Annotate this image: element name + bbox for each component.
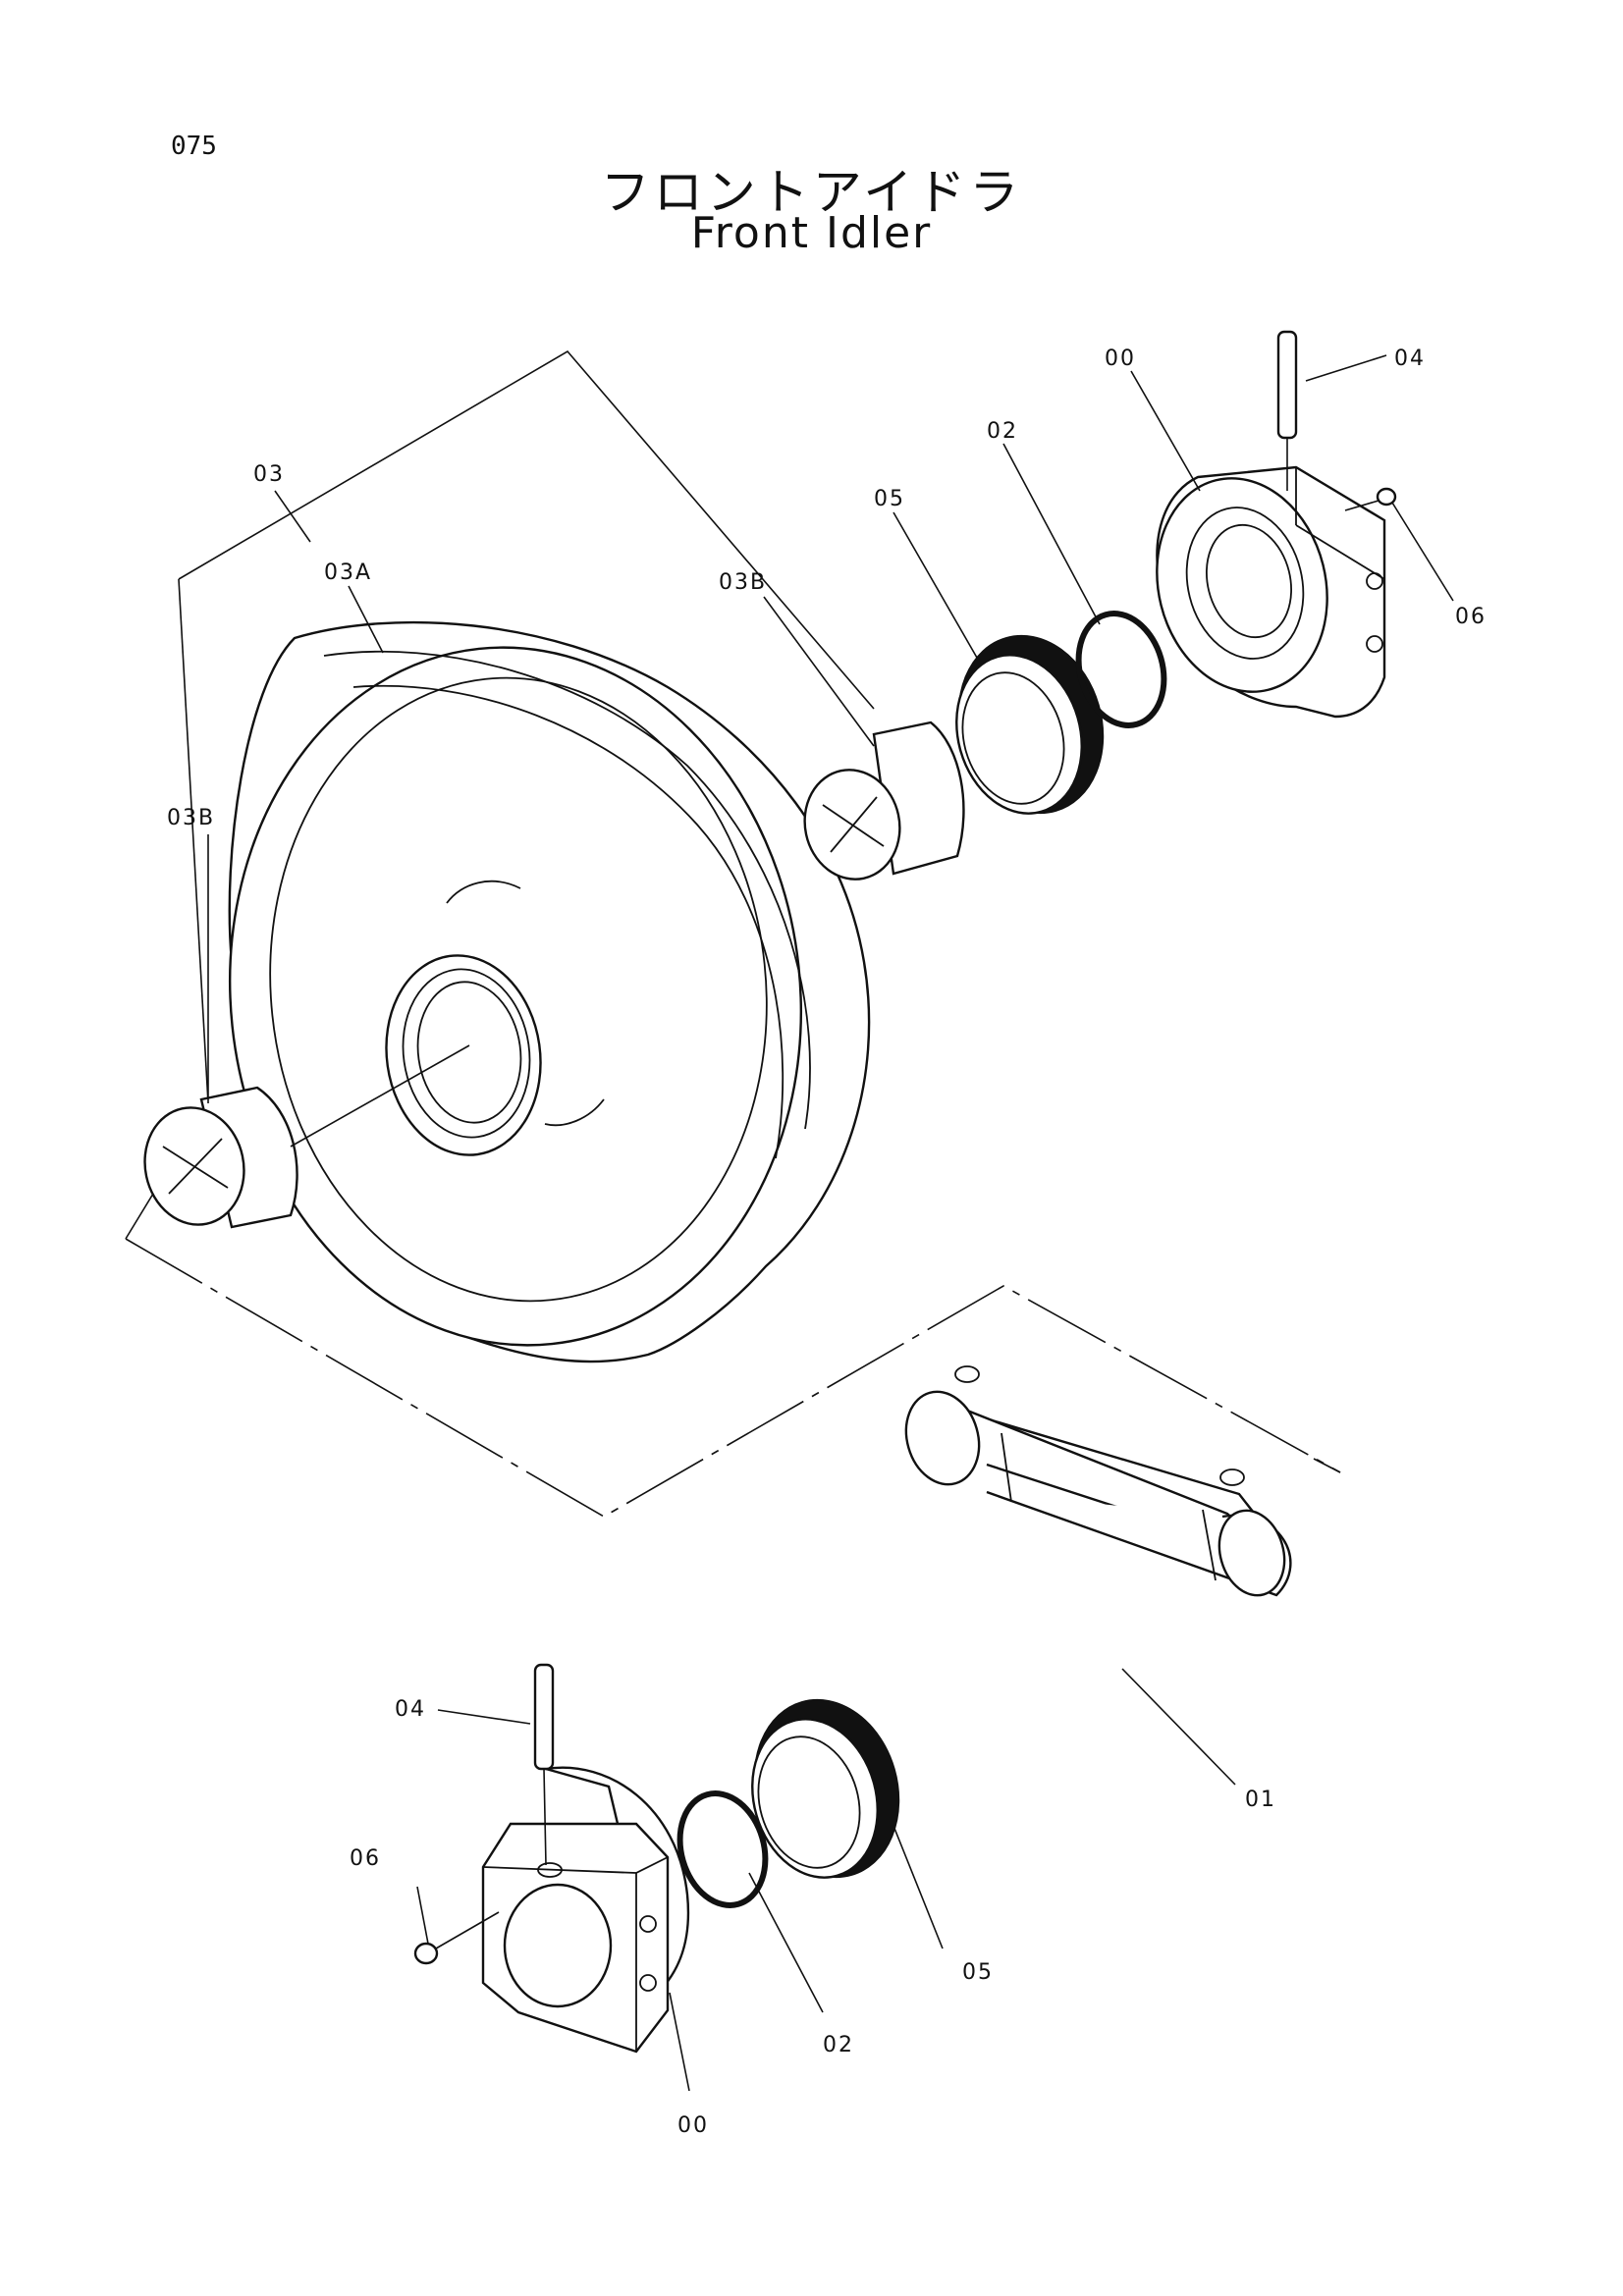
callout-03b-top: 03B — [719, 570, 767, 595]
o-ring-upper — [1075, 611, 1167, 728]
callout-labels: 00 04 02 05 06 03 03A 03B 03B 04 06 02 0… — [167, 347, 1487, 2138]
pin-lower — [533, 1663, 555, 1866]
bushing-03b-upper — [803, 721, 965, 881]
title-english: Front Idler — [690, 208, 933, 258]
plug-upper — [1344, 487, 1397, 511]
idler-shaft — [904, 1365, 1292, 1597]
callout-00-bottom: 00 — [677, 2113, 709, 2138]
o-ring-lower — [676, 1790, 769, 1908]
callout-05-bottom: 05 — [962, 1960, 994, 1985]
callout-03a: 03A — [324, 561, 372, 585]
callout-03b-left: 03B — [167, 806, 215, 830]
floating-seal-lower — [751, 1698, 900, 1879]
callout-06-top: 06 — [1455, 605, 1487, 629]
idler-support-upper — [1156, 465, 1386, 719]
floating-seal-upper — [955, 634, 1105, 815]
callout-06-bottom: 06 — [350, 1846, 381, 1871]
idler-support-lower — [481, 1766, 690, 2054]
plug-lower — [413, 1911, 500, 1965]
callout-05-top: 05 — [874, 487, 905, 511]
assembly-frame-lower — [125, 1238, 1341, 1518]
callout-00-top: 00 — [1105, 347, 1136, 371]
pin-upper — [1276, 330, 1298, 491]
leader-lines — [207, 354, 1454, 2092]
callout-03: 03 — [253, 462, 285, 487]
idler-wheel — [228, 620, 871, 1363]
page-number: 075 — [171, 132, 217, 161]
callout-01: 01 — [1245, 1788, 1276, 1812]
title-japanese: フロントアイドラ — [600, 164, 1023, 221]
callout-04-top: 04 — [1394, 347, 1426, 371]
bushing-03b-lower — [143, 1044, 470, 1229]
callout-02-top: 02 — [987, 419, 1018, 444]
callout-04-bottom: 04 — [395, 1697, 426, 1722]
callout-02-bottom: 02 — [823, 2033, 854, 2057]
